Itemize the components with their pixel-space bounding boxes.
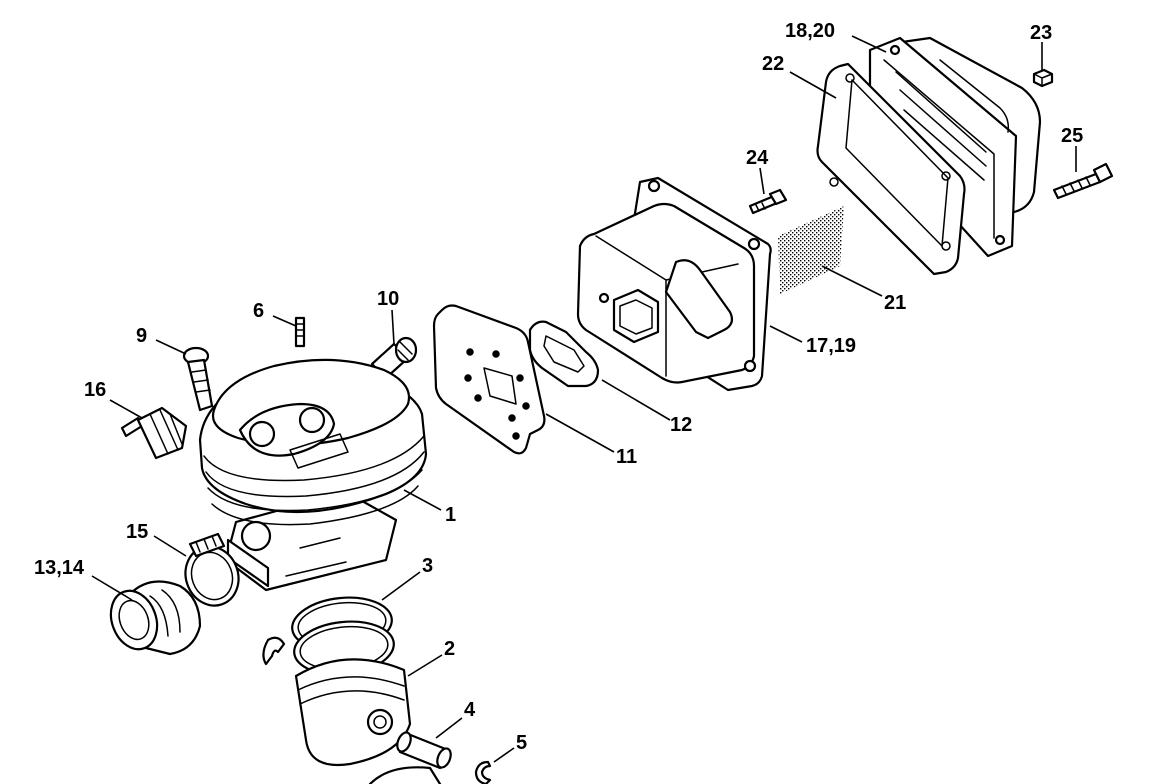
part-12-gasket xyxy=(528,320,600,388)
callout-6: 6 xyxy=(253,300,264,322)
part-partial-bottom xyxy=(368,766,442,784)
callout-11: 11 xyxy=(616,446,637,468)
part-4-piston-pin xyxy=(396,731,452,770)
part-15-hose-clamp xyxy=(184,532,240,607)
part-5-circlip xyxy=(474,760,492,784)
callout-25: 25 xyxy=(1061,125,1083,147)
part-18-20-muffler-cover xyxy=(868,36,1042,258)
part-9-bolt xyxy=(182,346,214,412)
callout-3: 3 xyxy=(422,555,433,577)
callout-12: 12 xyxy=(670,414,692,436)
callout-18-20: 18,20 xyxy=(785,20,835,42)
callout-21: 21 xyxy=(884,292,906,314)
callout-10: 10 xyxy=(377,288,399,310)
part-2-piston xyxy=(262,636,412,767)
part-23-screw xyxy=(1032,68,1054,88)
part-16-spark-plug xyxy=(120,406,188,460)
callout-13-14: 13,14 xyxy=(34,557,85,579)
part-25-screw xyxy=(1052,162,1114,200)
part-22-gasket xyxy=(816,62,966,276)
part-13-14-manifold xyxy=(109,580,202,656)
callout-15: 15 xyxy=(126,521,148,543)
part-21-screen xyxy=(778,206,844,294)
callout-9: 9 xyxy=(136,325,147,347)
part-1-cylinder xyxy=(198,358,428,592)
callout-17-19: 17,19 xyxy=(806,335,856,357)
part-11-plate xyxy=(432,304,546,455)
part-6-stud xyxy=(294,316,306,348)
callout-2: 2 xyxy=(444,638,455,660)
callout-23: 23 xyxy=(1030,22,1052,44)
callout-22: 22 xyxy=(762,53,784,75)
leader-lines xyxy=(91,35,1077,763)
callout-16: 16 xyxy=(84,379,106,401)
part-24-screw xyxy=(748,188,788,215)
callout-1: 1 xyxy=(445,504,456,526)
callout-5: 5 xyxy=(516,732,527,754)
callout-4: 4 xyxy=(464,699,476,721)
callout-24: 24 xyxy=(746,147,769,169)
callouts: 1 2 3 4 5 6 9 10 11 12 13,14 15 16 17,19… xyxy=(34,20,1083,754)
part-17-19-muffler xyxy=(576,176,772,392)
